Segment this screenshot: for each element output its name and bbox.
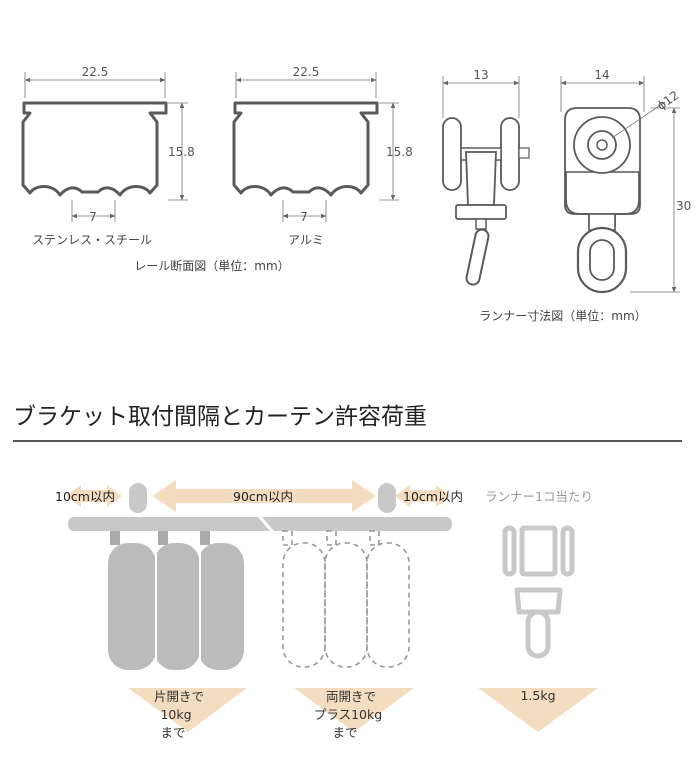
rail-bar-right — [262, 517, 452, 531]
bracket-left — [129, 483, 147, 513]
rail-profile-aluminum — [232, 101, 379, 197]
load-arrow-runner — [478, 688, 598, 732]
runner-body — [465, 151, 497, 206]
gap-label: 7 — [300, 210, 308, 224]
height-label: 15.8 — [386, 145, 413, 159]
per-runner-label: ランナー1コ当たり — [485, 489, 593, 504]
gap-label: 7 — [89, 210, 97, 224]
rail-section-aluminum: 22.5 15.8 7 アルミ — [232, 65, 413, 247]
edge-arrow-right — [395, 485, 451, 507]
curtain-single-open — [108, 531, 244, 670]
width-label: 22.5 — [82, 65, 109, 79]
rail-section-caption: レール断面図（単位：mm） — [134, 258, 289, 273]
section-title: ブラケット取付間隔とカーテン許容荷重 — [13, 404, 427, 430]
load-double-line3: まで — [332, 725, 357, 740]
rail-bar-left — [68, 517, 270, 531]
runner-base — [455, 204, 507, 220]
load-double-line2: プラス10kg — [314, 707, 382, 722]
bracket-right — [378, 483, 396, 513]
curtain-fold — [198, 543, 244, 670]
curtain-fold-outline — [282, 542, 326, 668]
width-label: 22.5 — [293, 65, 320, 79]
rail-profile-stainless — [21, 101, 168, 197]
rail-name-stainless: ステンレス・スチール — [32, 233, 152, 247]
bracket-spacing: 10cm以内 90cm以内 10cm以内 ランナー1コ当たり — [55, 480, 593, 513]
runner-icon — [502, 525, 575, 659]
runner-side-view: 13 — [442, 68, 530, 286]
wheel-right — [500, 117, 520, 191]
load-double-line1: 両開きで — [326, 689, 376, 704]
rail-section-stainless: 22.5 15.8 7 ステンレス・スチール — [21, 65, 195, 247]
curtain-double-open — [282, 530, 410, 668]
wheel-diameter-label: ϕ12 — [654, 88, 681, 113]
swivel-hook — [465, 228, 490, 286]
load-arrow-double — [294, 688, 414, 732]
load-arrow-single — [128, 688, 247, 732]
edge-left-label: 10cm以内 — [55, 489, 115, 504]
load-single-line1: 片開きで — [154, 689, 204, 704]
span-arrow — [152, 480, 376, 512]
load-single-line3: まで — [160, 725, 185, 740]
curtain-fold-outline — [366, 542, 410, 668]
side-width-label: 13 — [473, 68, 488, 82]
load-runner-value: 1.5kg — [520, 688, 555, 703]
wheel-left — [442, 117, 462, 191]
height-label: 15.8 — [168, 145, 195, 159]
edge-right-label: 10cm以内 — [403, 489, 463, 504]
load-single-line2: 10kg — [160, 707, 191, 722]
runner-height-label: 30 — [676, 199, 691, 213]
runner-caption: ランナー寸法図（単位：mm） — [479, 308, 646, 323]
curtain-fold-outline — [324, 542, 368, 668]
runner-front-view: 14 ϕ12 30 — [560, 68, 691, 294]
rail-name-aluminum: アルミ — [288, 233, 324, 247]
curtain-fold — [154, 543, 200, 670]
span-label: 90cm以内 — [233, 489, 293, 504]
curtain-fold — [108, 543, 156, 670]
front-width-label: 14 — [594, 68, 609, 82]
edge-arrow-left — [66, 485, 122, 507]
